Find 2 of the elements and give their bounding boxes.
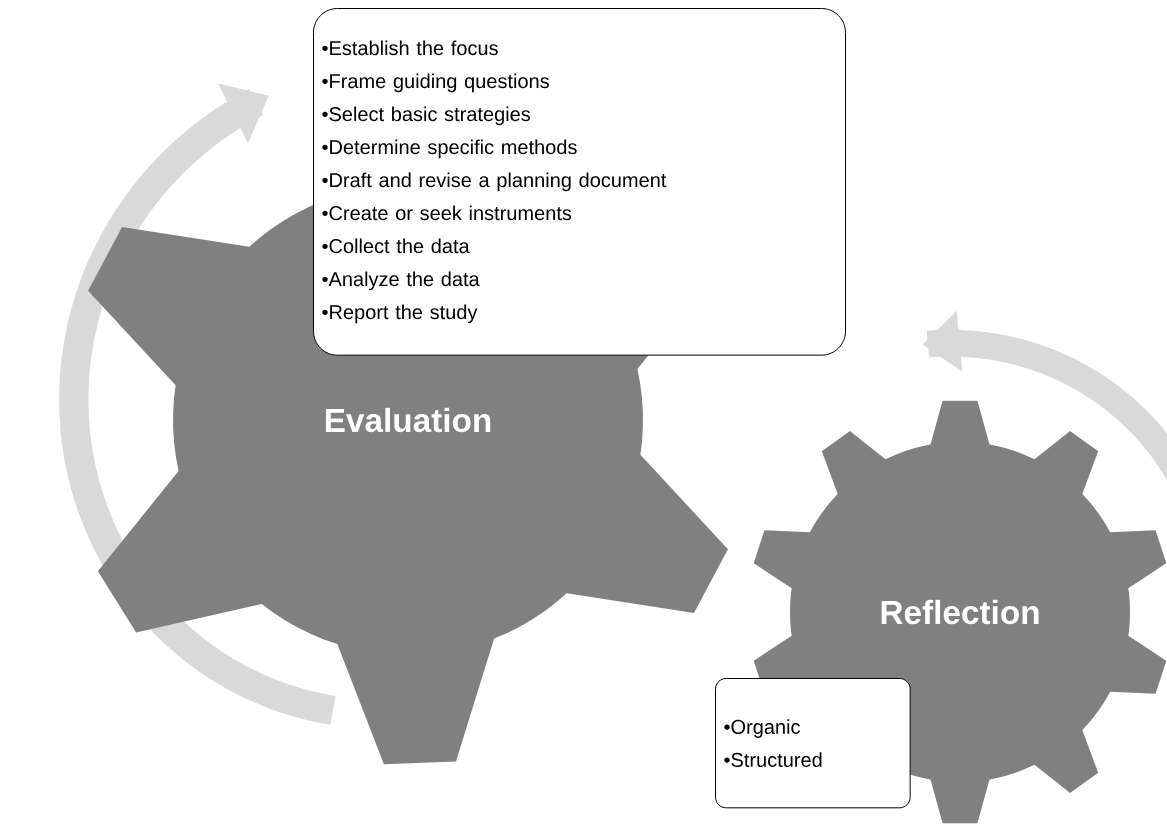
bullet-list-box: •Organic •Structured <box>715 678 911 809</box>
bullet-list-box: •Establish the focus •Frame guiding questions •Select basic strategies •Determine specific methods •Draft and revise a planning document •Create or seek instruments •Collect the data •Analyze the data •Report the study <box>313 8 846 356</box>
